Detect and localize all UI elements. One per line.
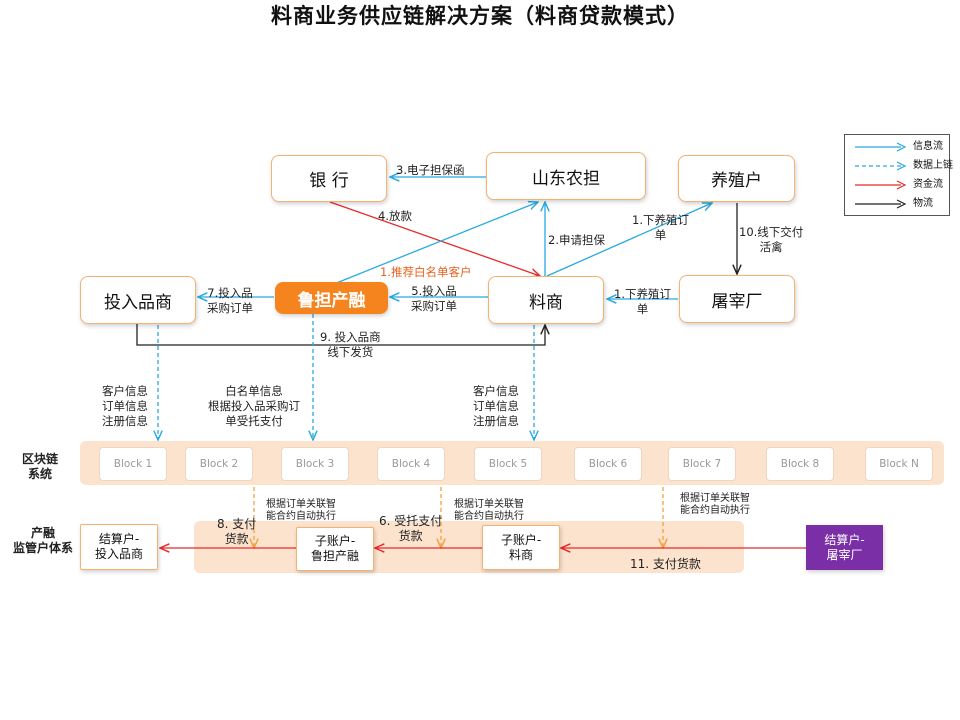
legend: 信息流 数据上链 资金流 物流: [844, 134, 953, 216]
legend-label: 数据上链: [913, 160, 953, 171]
block-4: Block 4: [377, 447, 445, 481]
block-1: Block 1: [99, 447, 167, 481]
node-farmer: 养殖户: [678, 155, 795, 202]
label-smart-contract-b: 根据订单关联智 能合约自动执行: [454, 499, 524, 522]
block-5: Block 5: [474, 447, 542, 481]
arrow-recommend: [333, 202, 538, 285]
node-investor: 投入品商: [80, 276, 196, 324]
legend-item-logistics: 物流: [853, 196, 949, 212]
account-slaughter: 结算户- 屠宰厂: [806, 525, 883, 570]
node-shandong-guarantee: 山东农担: [486, 152, 646, 200]
legend-label: 物流: [913, 198, 933, 209]
node-feed-merchant: 料商: [488, 276, 604, 324]
label-chain-investor: 客户信息 订单信息 注册信息: [102, 384, 148, 428]
block-8: Block 8: [766, 447, 834, 481]
supervision-band: [194, 521, 744, 573]
label-payment-11: 11. 支付货款: [630, 557, 701, 571]
money-flow-arrow-icon: [855, 180, 907, 190]
block-7: Block 7: [668, 447, 736, 481]
label-loan: 4.放款: [378, 209, 412, 223]
label-blockchain-system: 区块链 系统: [22, 452, 59, 481]
legend-label: 资金流: [913, 179, 943, 190]
block-3: Block 3: [281, 447, 349, 481]
block-2: Block 2: [185, 447, 253, 481]
label-recommend-whitelist: 1.推荐白名单客户: [380, 265, 472, 279]
block-6: Block 6: [574, 447, 642, 481]
label-payment-6: 6. 受托支付 货款: [379, 514, 443, 543]
page-title: 料商业务供应链解决方案（料商贷款模式）: [271, 4, 689, 28]
label-guarantee-letter: 3.电子担保函: [396, 163, 465, 177]
label-breeding-order-farmer: 1.下养殖订 单: [632, 213, 689, 242]
account-ludan: 子账户- 鲁担产融: [296, 527, 374, 571]
account-feed: 子账户- 料商: [482, 525, 560, 570]
label-deliver-poultry: 10.线下交付 活禽: [739, 225, 804, 254]
legend-item-info-flow: 信息流: [853, 139, 949, 155]
data-chain-arrow-icon: [855, 161, 907, 171]
arrow-offline-delivery: [136, 323, 545, 346]
legend-item-money-flow: 资金流: [853, 177, 949, 193]
label-supervision-system: 产融 监管户体系: [13, 526, 74, 555]
block-n: Block N: [865, 447, 933, 481]
label-chain-feed: 客户信息 订单信息 注册信息: [473, 384, 519, 428]
info-flow-arrow-icon: [855, 142, 907, 152]
label-breeding-order-feed: 1.下养殖订 单: [614, 287, 671, 316]
legend-item-data-chain: 数据上链: [853, 158, 953, 174]
label-apply-guarantee: 2.申请担保: [548, 233, 605, 247]
legend-label: 信息流: [913, 141, 943, 152]
arrow-breeding-order-farmer: [546, 203, 712, 277]
label-purchase-order-investor: 7.投入品 采购订单: [207, 286, 253, 315]
label-payment-8: 8. 支付 货款: [217, 517, 257, 546]
label-chain-ludan: 白名单信息 根据投入品采购订 单受托支付: [208, 384, 300, 428]
node-ludan: 鲁担产融: [275, 282, 388, 314]
node-slaughter: 屠宰厂: [679, 275, 795, 323]
label-smart-contract-c: 根据订单关联智 能合约自动执行: [680, 493, 750, 516]
label-purchase-order-ludan: 5.投入品 采购订单: [411, 284, 457, 313]
node-bank: 银 行: [271, 155, 387, 202]
label-smart-contract-a: 根据订单关联智 能合约自动执行: [266, 499, 336, 522]
label-offline-delivery: 9. 投入品商 线下发货: [320, 330, 381, 359]
logistics-arrow-icon: [855, 199, 907, 209]
arrow-loan: [329, 201, 540, 276]
account-investor: 结算户- 投入品商: [80, 524, 158, 570]
